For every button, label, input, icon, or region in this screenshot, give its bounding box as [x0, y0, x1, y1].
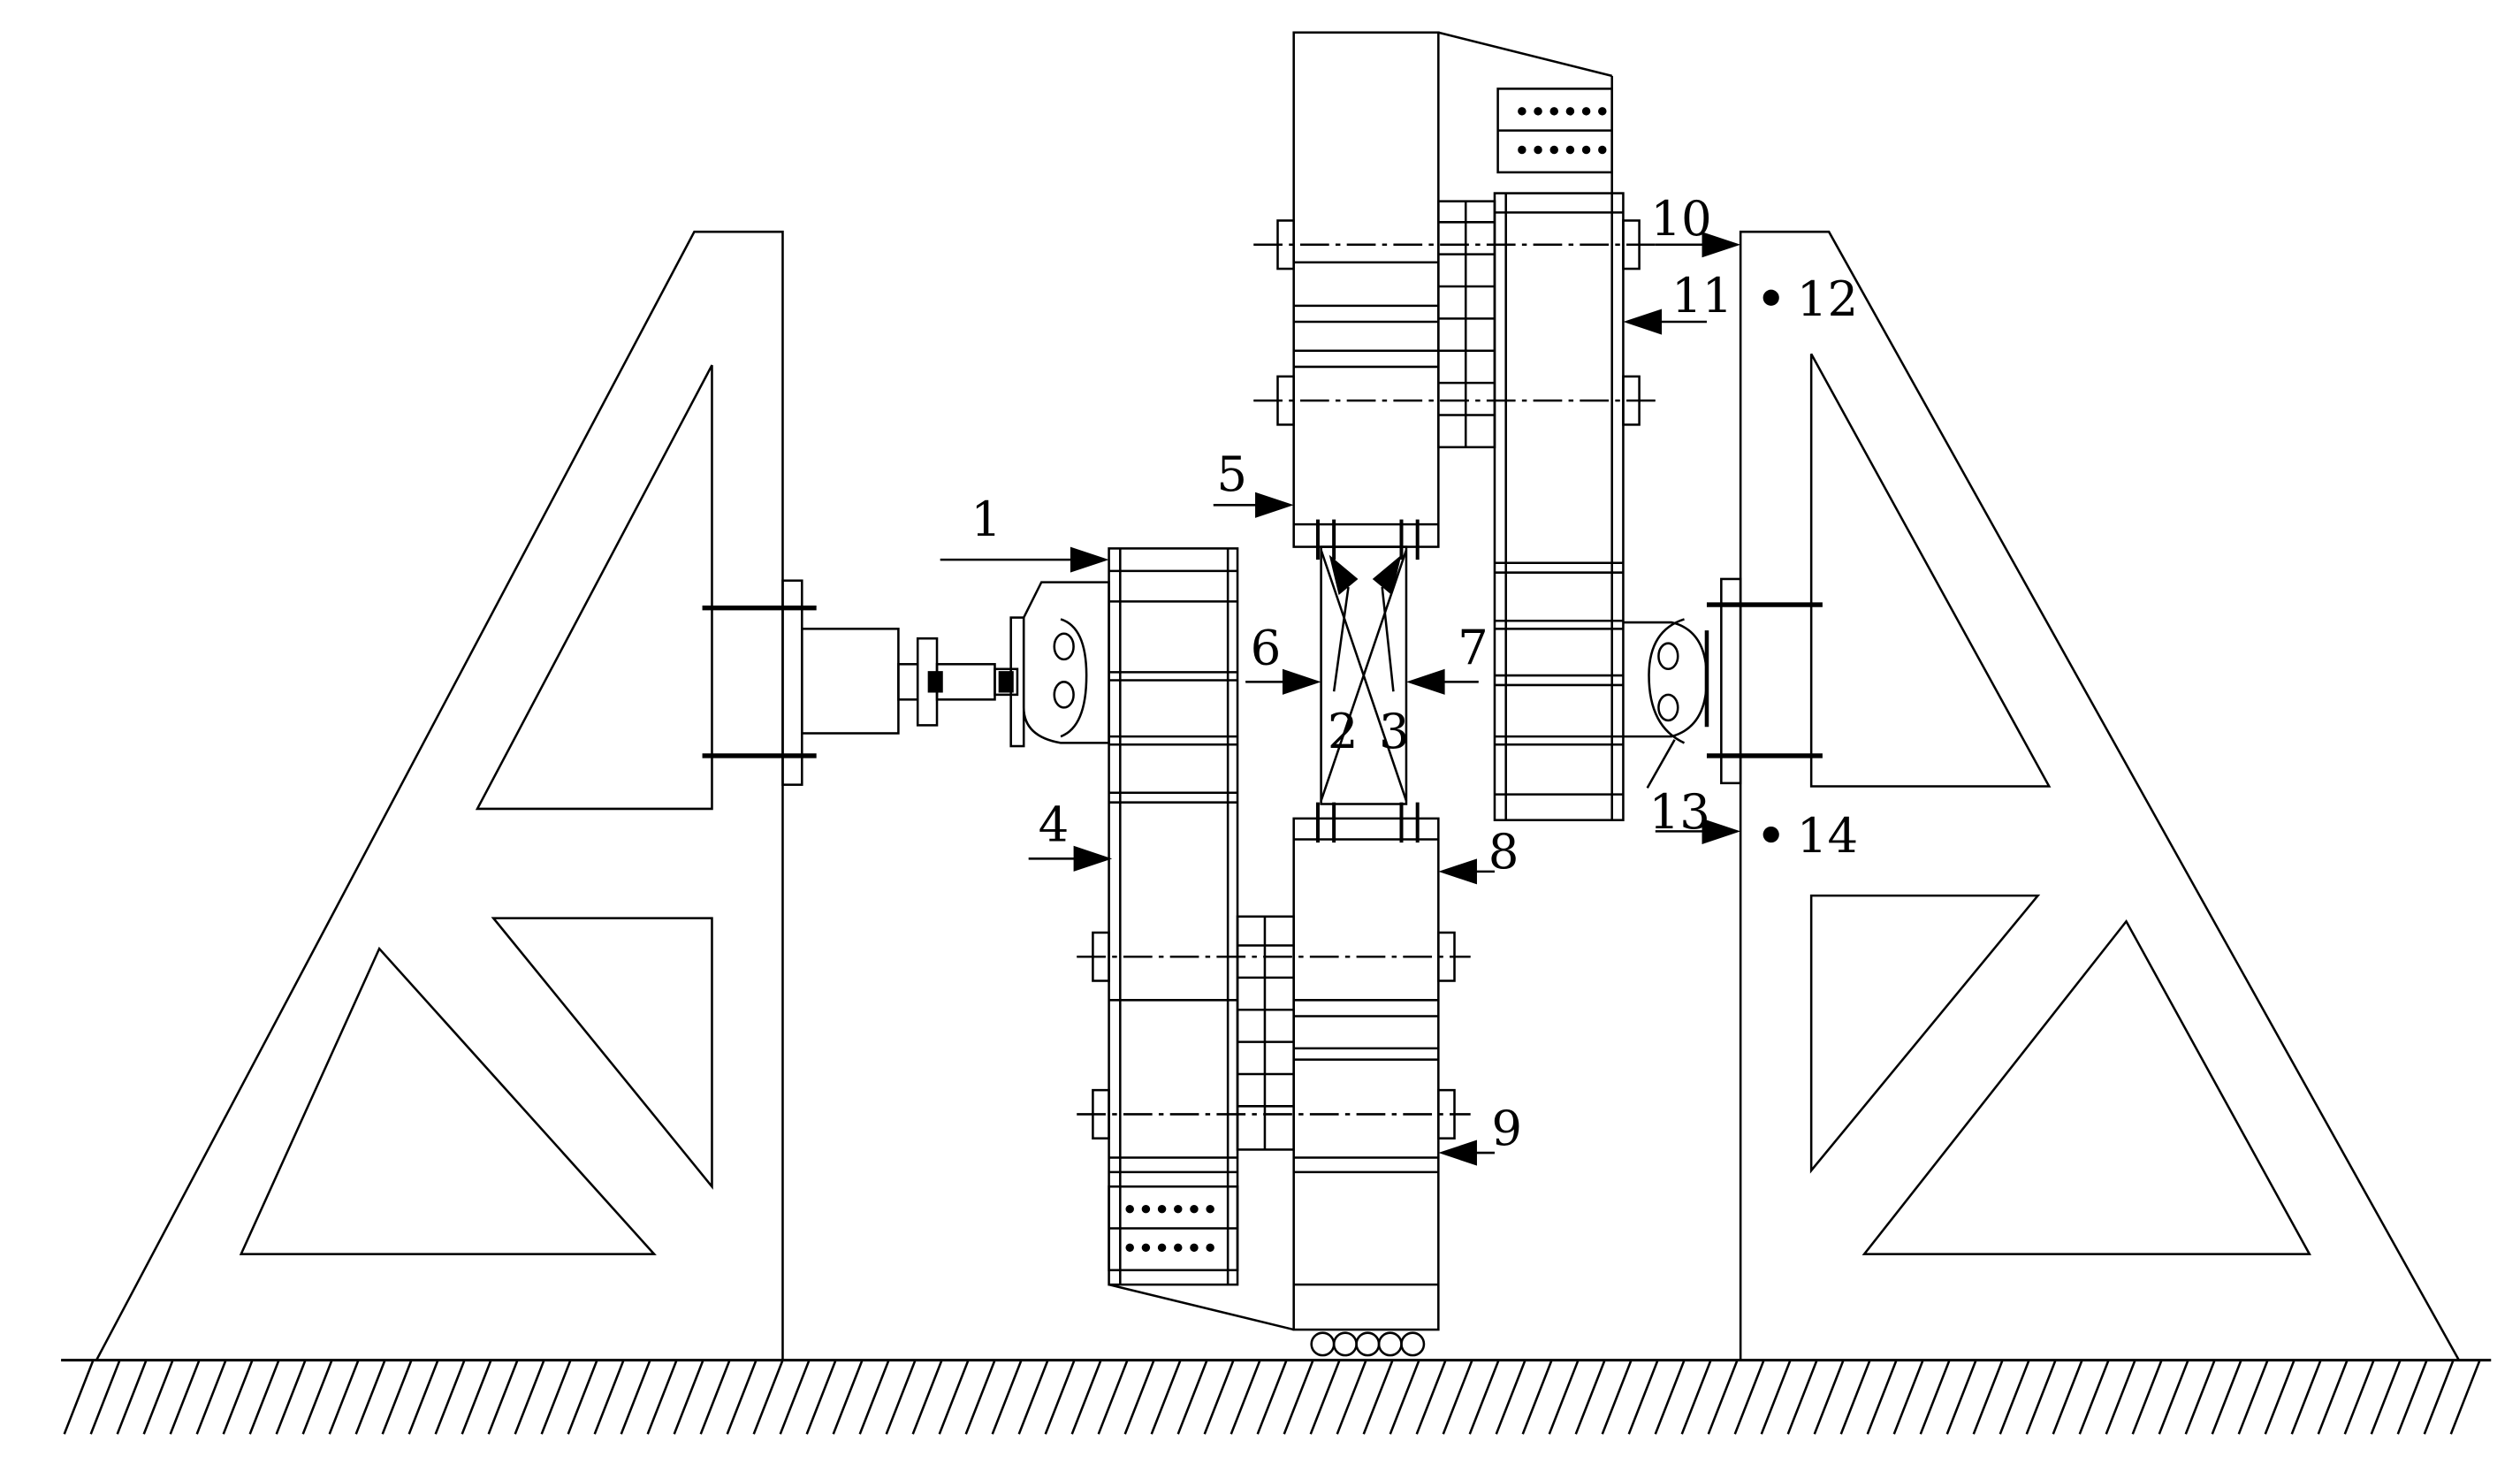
- arrow-7: [1405, 668, 1445, 695]
- upper-right-column: [1493, 75, 1625, 821]
- callout-6: 6: [1251, 619, 1282, 675]
- left-reaction-frame: [95, 230, 784, 1361]
- arrow-10: [1702, 232, 1741, 258]
- callout-1: 1: [971, 491, 1001, 547]
- lower-left-column: [1108, 547, 1239, 1286]
- callout-7: 7: [1458, 619, 1488, 675]
- callout-14: 14: [1797, 807, 1858, 864]
- actuator-assembly: [702, 579, 1110, 786]
- callout-11: 11: [1671, 267, 1732, 324]
- measurement-point-12: [1762, 289, 1779, 306]
- arrow-14: [1702, 818, 1741, 844]
- upper-splice-connection: [1253, 200, 1656, 449]
- arrow-4: [1073, 845, 1113, 872]
- callout-10: 10: [1650, 190, 1711, 247]
- arrow-5: [1255, 492, 1294, 518]
- arrow-2: [1329, 554, 1359, 596]
- callout-3: 3: [1379, 703, 1410, 759]
- callout-5: 5: [1216, 446, 1247, 502]
- lower-middle-column: [1108, 802, 1440, 1357]
- arrow-11: [1623, 309, 1663, 335]
- callout-2: 2: [1328, 703, 1359, 759]
- arrow-1: [1070, 546, 1109, 573]
- callout-4: 4: [1039, 796, 1070, 852]
- right-pin-support: [1623, 577, 1823, 785]
- callout-9: 9: [1491, 1100, 1522, 1156]
- callout-12: 12: [1797, 271, 1858, 327]
- measurement-point-14: [1762, 826, 1779, 843]
- arrow-3: [1372, 554, 1402, 596]
- arrow-9: [1438, 1139, 1477, 1166]
- arrow-8: [1438, 858, 1477, 885]
- upper-middle-column: [1292, 31, 1613, 560]
- lower-splice-connection: [1077, 915, 1471, 1151]
- right-reaction-frame: [1739, 230, 2461, 1361]
- callout-leaders: [940, 243, 1707, 1155]
- callout-13: 13: [1649, 783, 1710, 840]
- ground-hatching: [61, 1359, 2492, 1435]
- callout-8: 8: [1488, 823, 1519, 880]
- arrow-6: [1282, 668, 1321, 695]
